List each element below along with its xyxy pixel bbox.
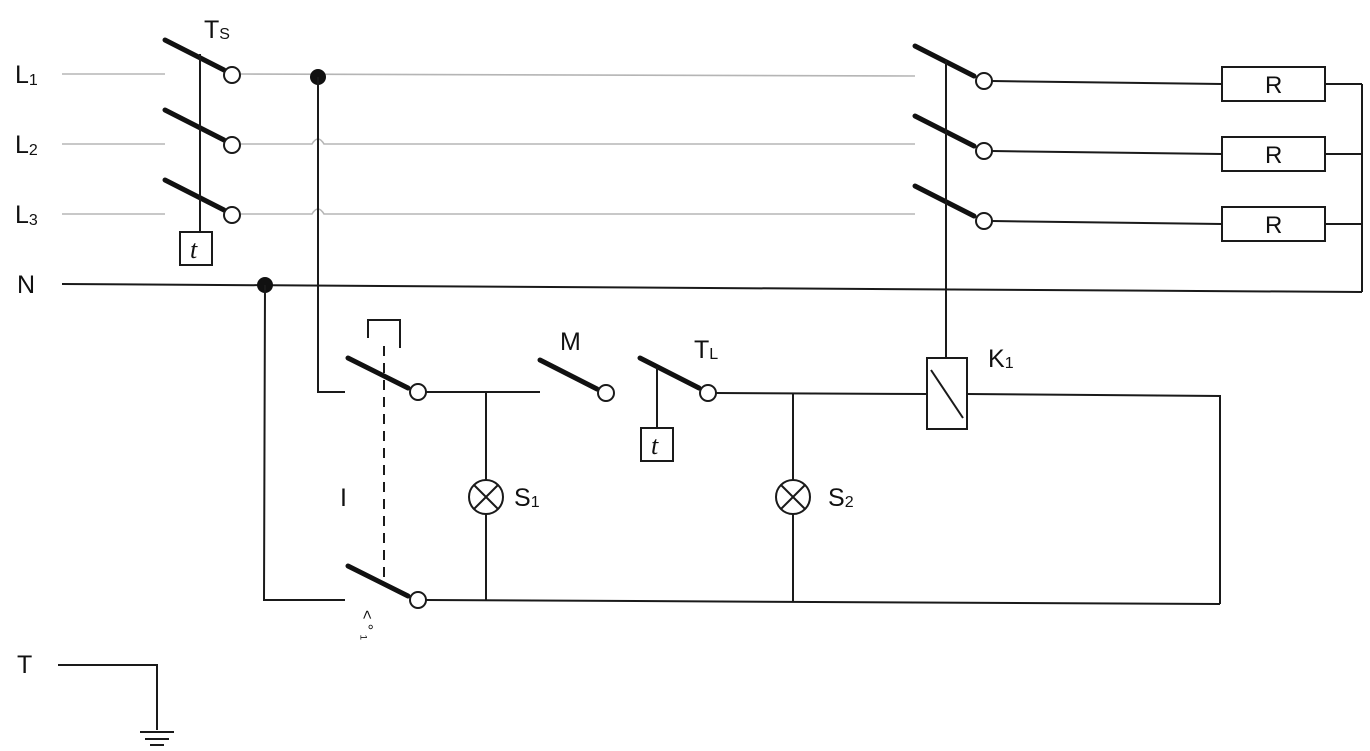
k1-blade-l2 (912, 113, 977, 149)
label-i: I (340, 484, 347, 512)
label-m: M (560, 328, 581, 356)
thermostat-tl-terminal (699, 384, 717, 402)
ts-blade-l1 (162, 37, 227, 73)
control-neutral-wire (262, 284, 345, 601)
control-circuit (262, 77, 1221, 609)
label-t-earth: T (17, 651, 32, 679)
lamp-s1-cross-b (473, 484, 499, 510)
control-feed-wire (317, 77, 345, 393)
k1-blade-l1 (912, 43, 977, 79)
label-l2: L2 (15, 131, 38, 159)
label-tl: TL (694, 336, 718, 364)
thermostat-tl-blade (637, 355, 702, 391)
heating-resistors (991, 66, 1363, 292)
control-wire-k1-return (966, 393, 1221, 604)
tl-timer-box (640, 427, 674, 462)
resistor-1 (1221, 66, 1326, 102)
label-l1: L1 (15, 61, 38, 89)
line-l2-bus (241, 138, 915, 145)
k1-terminal-l2 (975, 142, 993, 160)
neutral-line (61, 283, 1363, 293)
resistor-2 (1221, 136, 1326, 172)
earth-wire (58, 664, 158, 730)
label-s2: S2 (828, 484, 854, 512)
label-tl-timer: t (651, 431, 659, 460)
ts-terminal-l1 (223, 66, 241, 84)
switch-i-lower-terminal (409, 591, 427, 609)
label-k1: K1 (988, 345, 1014, 373)
k1-coil-diagonal (930, 369, 964, 419)
resistor-1-feed (991, 80, 1223, 85)
label-n: N (17, 271, 35, 299)
label-ts-timer: t (190, 235, 198, 264)
resistor-3-feed (991, 220, 1223, 225)
label-l3: L3 (15, 201, 38, 229)
ts-terminal-l3 (223, 206, 241, 224)
ts-blade-l2 (162, 107, 227, 143)
switch-i-upper-terminal (409, 383, 427, 401)
k1-terminal-l3 (975, 212, 993, 230)
resistor-2-feed (991, 150, 1223, 155)
supply-lines (61, 73, 1363, 293)
label-resistor-3: R (1265, 212, 1282, 239)
switch-m-blade (537, 357, 600, 392)
control-wire-to-k1 (715, 392, 928, 395)
switch-i-actuator-symbol (367, 319, 401, 348)
label-ts: TS (204, 16, 230, 44)
label-resistor-2: R (1265, 142, 1282, 169)
main-switch-ts (162, 37, 241, 266)
ts-terminal-l2 (223, 136, 241, 154)
switch-m-terminal (597, 384, 615, 402)
earth-connection (58, 664, 174, 746)
k1-terminal-l1 (975, 72, 993, 90)
control-return-bus (425, 599, 1221, 605)
label-s1: S1 (514, 484, 540, 512)
line-l1-bus (240, 73, 916, 77)
switch-i-upper-blade (345, 355, 411, 391)
contactor-k1-contacts (912, 43, 993, 358)
ts-timer-box (179, 231, 213, 266)
ts-blade-l3 (162, 177, 227, 213)
label-resistor-1: R (1265, 72, 1282, 99)
label-switch-i-mark: < ° ₁ (358, 610, 375, 640)
line-l3-bus (241, 208, 915, 215)
switch-i-lower-blade (345, 563, 411, 599)
lamp-s2-cross-b (780, 484, 806, 510)
k1-blade-l3 (912, 183, 977, 219)
